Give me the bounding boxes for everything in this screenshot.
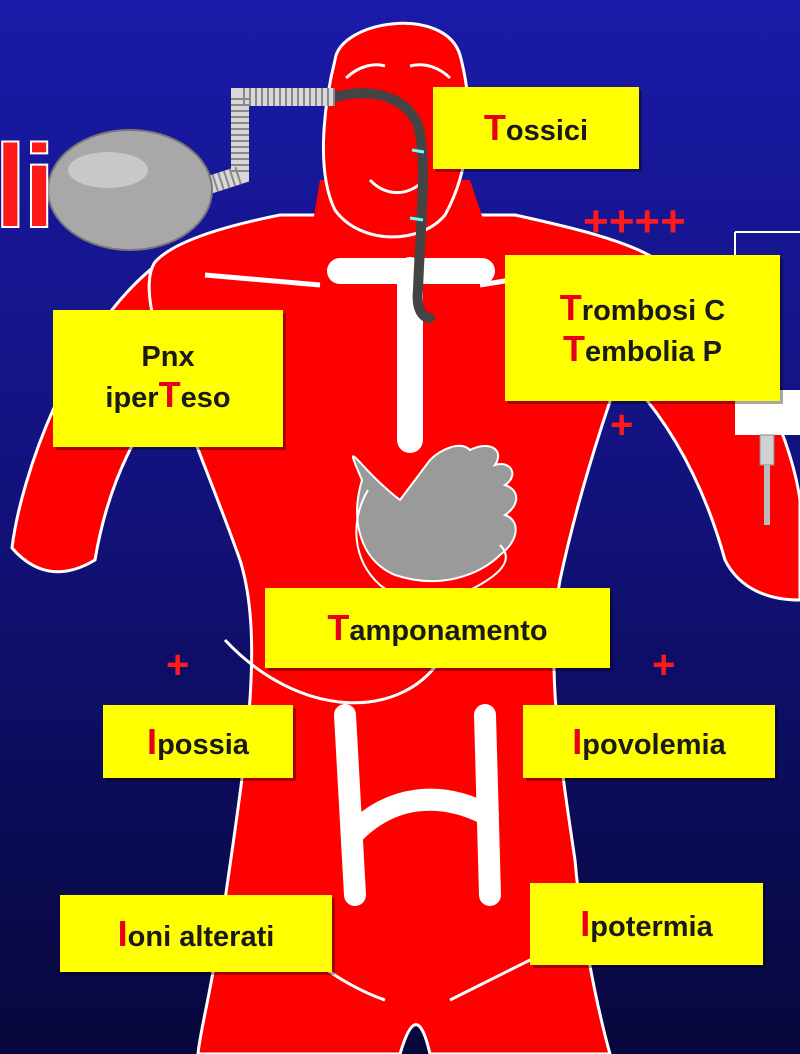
label-ioni-cap: I [118,913,128,954]
label-pnx-rest: eso [181,382,231,414]
label-ipotermia-cap: I [580,903,590,944]
label-embolia-cap: T [563,328,585,369]
label-tossici: Tossici [433,87,639,169]
label-ipovolemia-text: povolemia [582,729,725,761]
label-ipovolemia: Ipovolemia [523,705,775,778]
label-pnx-cap: T [159,374,181,415]
label-embolia-text: embolia P [585,336,722,368]
label-tamponamento: Tamponamento [265,588,610,668]
label-tamponamento-text: amponamento [349,615,547,647]
corner-letters: li [0,128,52,246]
plus-sign-right: + [652,645,675,685]
label-tamponamento-cap: T [327,607,349,648]
label-pnx-iperteso: Pnx iperTeso [53,310,283,447]
plus-signs-top-right: ++++ [583,200,686,244]
label-trombosi-embolia: Trombosi C Tembolia P [505,255,780,401]
ventilator-hose [200,97,335,188]
label-ipotermia: Ipotermia [530,883,763,965]
label-trombosi-cap: T [560,287,582,328]
label-pnx-pre: iper [105,382,158,414]
label-ipovolemia-cap: I [572,721,582,762]
plus-sign-mid-right: + [610,405,633,445]
ambu-bag-shine [68,152,148,188]
plus-sign-left: + [166,645,189,685]
label-ioni-text: oni alterati [128,921,275,953]
label-ipotermia-text: potermia [590,911,712,943]
label-pnx-line1: Pnx [141,341,194,374]
label-ipossia-cap: I [147,721,157,762]
label-tossici-cap: T [484,107,506,148]
label-ipossia: Ipossia [103,705,293,778]
label-trombosi-text: rombosi C [582,295,725,327]
ambu-bag [48,130,212,250]
label-ipossia-text: possia [157,729,249,761]
label-tossici-text: ossici [506,115,588,147]
iv-chamber [760,435,774,465]
label-ioni-alterati: Ioni alterati [60,895,332,972]
